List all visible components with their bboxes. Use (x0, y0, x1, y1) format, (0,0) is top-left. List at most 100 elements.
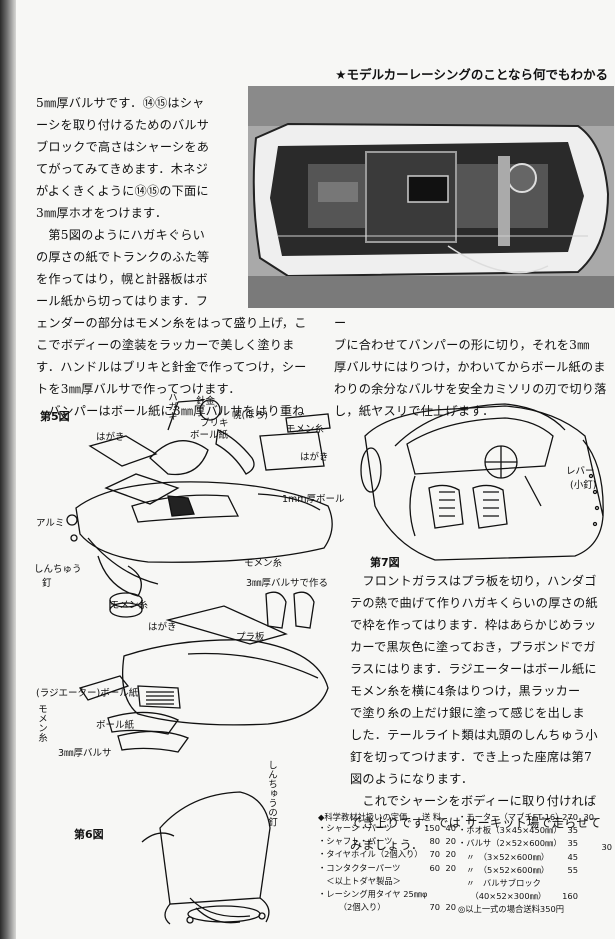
column2-bottom-line: で枠を作ってはります．枠はあらかじめラッ (350, 618, 597, 632)
column2-top-line: し，紙ヤスリで仕上げます． (334, 404, 495, 418)
part-price: 60 (429, 862, 440, 873)
column1-top-line: てがってみてきめます．木ネジ (36, 162, 208, 176)
label-purabana: プラ板 (236, 632, 265, 643)
part-name: ・タイヤホイル（2個入り） (318, 849, 423, 860)
label-hagaki-2: はがき (96, 432, 125, 443)
figure5-title: 第5図 (40, 410, 70, 423)
part-shipping: 20 (445, 862, 456, 873)
label-momenito-4: モメン糸 (36, 704, 47, 742)
column2-bottom-line: で塗り糸の上だけ銀に塗って感じを出しま (350, 706, 585, 720)
figure7-title: 第7図 (370, 556, 400, 569)
label-momenito-2: モメン糸 (244, 558, 283, 569)
label-1mm-boru: 1mm厚ボール (282, 494, 345, 505)
part-name: ・ホオ板（3×45×450㎜） (458, 825, 562, 836)
column1-wide-line: トを3㎜厚バルサで作ってつけます． (36, 382, 241, 396)
label-shinchu: しんちゅう (34, 564, 82, 575)
label-arumi: アルミ (36, 518, 65, 529)
column1-top-line: がよくきくように⑭⑮の下面に (36, 184, 209, 198)
column1-wide-line: ェンダーの部分はモメン糸をはって盛り上げ，こ (36, 316, 307, 330)
column2-top-line: ブに合わせてバンパーの形に切り，それを3㎜ (334, 338, 590, 352)
figure6-drawing (141, 791, 271, 925)
column2-bottom-line: ラスにはります．ラジエーターはボール紙に (350, 662, 597, 676)
column2-bottom-line: でき上りです．では サーキット場で走らせて (350, 816, 602, 830)
column2-bottom-line: これでシャーシをボディーに取り付ければ (350, 794, 597, 808)
part-name: ・コンタクターパーツ (318, 862, 401, 873)
part-name: ・バルサ（2×52×600㎜） (458, 838, 562, 849)
part-name: ・シャーシ・パーツ (318, 823, 393, 833)
parts-bracket-shipping: 30 (601, 842, 612, 852)
column2-bottom-line: カーで黒灰色に塗っておき，プラボンドでガ (350, 640, 596, 654)
part-price: 70 (429, 849, 440, 860)
part-price: 45 (567, 851, 578, 862)
part-name: （2個入り） (318, 902, 386, 913)
column1-wide-text: ェンダーの部分はモメン糸をはって盛り上げ，ここでボディーの塗装をラッカーで美しく… (36, 312, 326, 422)
part-name: ◎以上一式の場合送料350円 (458, 904, 565, 915)
part-name: ＜以上トダヤ製品＞ (318, 875, 401, 886)
label-kugi: 釘 (42, 578, 52, 589)
figure5-drawing (66, 399, 333, 753)
column2-top-line: 厚バルサにはりつけ，かわいてからボール紙のま (334, 360, 606, 374)
column1-top-line: ール紙から切ってはります．フ (36, 294, 209, 308)
label-lever-nail: (小釘) (570, 480, 597, 491)
column1-wide-line: バンパーはボール紙に3㎜厚バルサをはり重ね (36, 404, 305, 418)
part-price: 35 (567, 838, 578, 849)
page-header: ★モデルカーレーシングのことなら何でもわかる (335, 67, 608, 82)
chassis-photo (248, 86, 614, 308)
column1-wide-line: す．ハンドルはブリキと針金で作ってつけ，シー (36, 360, 307, 374)
page-binding-edge (0, 0, 16, 939)
column2-bottom-line: モメン糸を横に4条はりつけ，黒ラッカー (350, 684, 581, 698)
parts-title-shipping: 送 料 (422, 812, 442, 822)
part-shipping: 20 (445, 836, 456, 847)
label-boorushi-2: ボール紙 (96, 720, 135, 731)
part-name: （40×52×300㎜） (458, 891, 547, 902)
column1-top-line: ブロックで高さはシャーシをあ (36, 140, 210, 154)
column2-top-line: わりの余分なバルサを安全カミソリの刃で切り落 (334, 382, 607, 396)
label-horo: 幌(ほろ) (232, 410, 268, 421)
label-balsa-seat: 3㎜厚バルサで作る (246, 578, 329, 589)
part-name: 〃 （5×52×600㎜） (458, 864, 550, 875)
column1-top-line: を作ってはり，幌と計器板はボ (36, 272, 208, 286)
part-name: 〃 （3×52×600㎜） (458, 851, 550, 862)
figure7-drawing (360, 403, 604, 561)
part-price: 150 (424, 823, 440, 833)
part-name: ・レーシング用タイヤ 25㎜φ (318, 889, 428, 899)
label-boorushi: ボール紙 (190, 430, 229, 441)
part-price: 80 (429, 836, 440, 847)
label-momenito-1: モメン糸 (286, 424, 325, 435)
label-harigane: 針金 (196, 396, 216, 407)
part-price: 160 (562, 891, 578, 902)
label-hagaki-4: はがき (148, 622, 177, 633)
part-price: 35 (567, 825, 578, 836)
label-momenito-3: モメン糸 (110, 600, 149, 611)
column1-top-line: ーシを取り付けるためのバルサ (36, 118, 210, 132)
column1-top-line: 5㎜厚バルサです．⑭⑮はシャ (36, 96, 205, 110)
part-name: 〃 バルサブロック (458, 878, 541, 888)
column1-top-line: の厚さの紙でトランクのふた等 (36, 250, 210, 264)
column1-top-line: 第5図のようにハガキぐらい (36, 228, 205, 242)
part-price: 55 (567, 864, 578, 875)
part-shipping: 30 (583, 812, 594, 822)
part-shipping: 40 (445, 823, 456, 833)
column2-bottom-text: フロントガラスはプラ板を切り，ハンダゴテの熱で曲げて作りハガキくらいの厚さの紙で… (350, 570, 612, 856)
column1-top-text: 5㎜厚バルサです．⑭⑮はシャーシを取り付けるためのバルサブロックで高さはシャーシ… (36, 92, 246, 312)
column2-bottom-line: みましょう． (350, 838, 424, 852)
parts-title: ◆科学教材社扱いの定価 (318, 812, 408, 822)
label-hagaki-1: ハガキ (166, 392, 177, 421)
label-buriki: ブリキ (200, 418, 229, 429)
part-shipping: 20 (445, 849, 456, 860)
label-lever: レバー (566, 466, 595, 477)
column1-wide-line: こでボディーの塗装をラッカーで美しく塗りま (36, 338, 295, 352)
part-price: 70 (429, 902, 440, 913)
label-hagaki-3: はがき (300, 452, 329, 463)
label-shinchu-nail: しんちゅうの釘 (266, 760, 277, 827)
column2-bottom-line: 釘を切ってつけます．でき上った座席は第7 (350, 750, 592, 764)
figure6-title: 第6図 (74, 828, 104, 841)
part-shipping: 20 (445, 902, 456, 913)
part-name: ・モーター（マブチFT-16） (458, 812, 564, 822)
column2-bottom-line: した．テールライト類は丸頭のしんちゅう小 (350, 728, 598, 742)
label-balsa-3mm: 3㎜厚バルサ (58, 748, 112, 759)
column1-top-line: 3㎜厚ホオをつけます． (36, 206, 168, 220)
column2-bottom-line: 図のようになります． (350, 772, 474, 786)
